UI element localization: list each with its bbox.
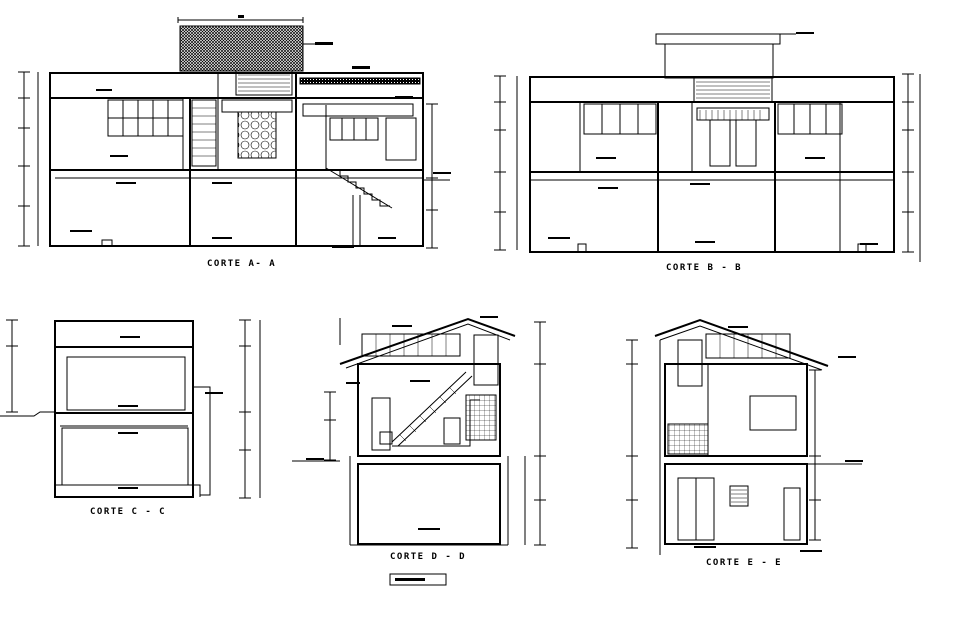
section-b-drawing	[494, 32, 921, 262]
section-a-caption: CORTE A- A	[207, 259, 276, 269]
section-d-drawing	[292, 316, 546, 546]
section-c-caption: CORTE C - C	[90, 507, 166, 517]
section-d-caption: CORTE D - D	[390, 552, 466, 562]
section-a-drawing	[18, 15, 451, 249]
section-b-caption: CORTE B - B	[666, 263, 742, 273]
section-c-drawing	[0, 319, 261, 499]
scale-legend	[389, 573, 447, 586]
section-e-drawing	[626, 318, 863, 555]
section-e-caption: CORTE E - E	[706, 558, 782, 568]
